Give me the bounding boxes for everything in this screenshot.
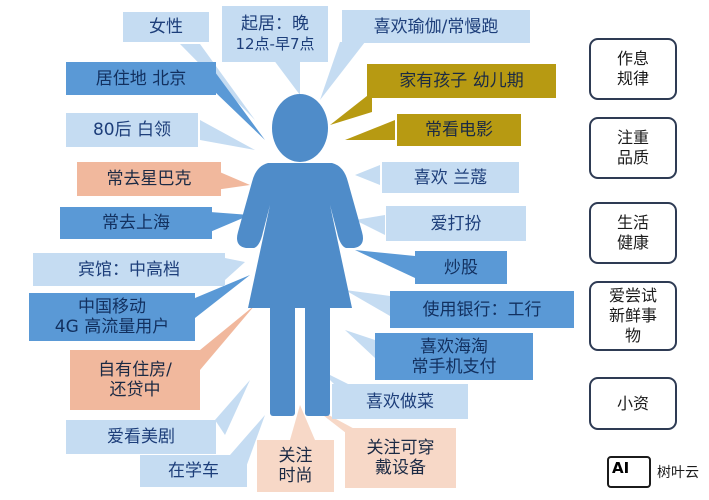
tag-wearable: 关注可穿戴设备 — [345, 428, 456, 488]
tag-house-line-1: 自有住房/ — [98, 360, 172, 380]
tag-starbucks-label: 常去星巴克 — [106, 169, 192, 189]
logo-text: 树叶云 — [657, 465, 699, 481]
trait-try-new-line-1: 爱尝试 — [608, 286, 657, 305]
pointer-shanghai — [210, 212, 250, 232]
tag-hotel: 宾馆：中高档 — [33, 253, 225, 286]
tag-drama-label: 爱看美剧 — [107, 427, 175, 447]
tag-lancome-label: 喜欢 兰蔻 — [413, 167, 488, 188]
trait-healthy-line-2: 健康 — [616, 233, 649, 252]
pointer-post80 — [200, 120, 255, 150]
pointer-bank — [345, 290, 390, 316]
tag-shanghai: 常去上海 — [60, 207, 212, 239]
trait-try-new-line-3: 物 — [624, 326, 641, 345]
pointer-beijing — [215, 72, 265, 140]
pointer-hotel — [225, 258, 245, 280]
trait-healthy-line-1: 生活 — [616, 213, 649, 232]
trait-try-new-line-2: 新鲜事 — [608, 306, 657, 325]
trait-regular-schedule-line-2: 规律 — [616, 69, 649, 88]
tag-post80: 80后 白领 — [66, 113, 198, 147]
pointer-house — [200, 305, 255, 370]
pointer-lancome — [355, 165, 380, 185]
tag-beijing-label: 居住地 北京 — [95, 68, 187, 89]
tag-lancome: 喜欢 兰蔻 — [382, 162, 519, 193]
logo-badge-text: AI — [612, 459, 630, 477]
tag-dressup: 爱打扮 — [386, 206, 526, 241]
tag-taobao-line-2: 常手机支付 — [411, 356, 497, 377]
tag-taobao: 喜欢海淘常手机支付 — [375, 333, 533, 380]
trait-regular-schedule: 作息规律 — [589, 38, 677, 100]
logo-ai-icon: AI — [607, 456, 651, 488]
pointer-starbucks — [215, 170, 250, 190]
tag-house: 自有住房/还贷中 — [70, 350, 200, 410]
trait-quality-line-1: 注重 — [616, 128, 649, 147]
tag-movies: 常看电影 — [397, 114, 521, 146]
tag-female-label: 女性 — [149, 17, 183, 37]
tag-kids: 家有孩子 幼儿期 — [367, 64, 556, 98]
pointer-fashion — [290, 405, 315, 440]
tag-fashion-line-1: 关注 — [278, 446, 313, 466]
tag-cooking-label: 喜欢做菜 — [366, 391, 434, 412]
tag-shanghai-label: 常去上海 — [102, 213, 170, 233]
tag-yoga: 喜欢瑜伽/常慢跑 — [342, 10, 530, 43]
tag-beijing: 居住地 北京 — [66, 62, 216, 95]
tag-bank: 使用银行：工行 — [390, 291, 574, 328]
tag-dressup-label: 爱打扮 — [430, 213, 482, 234]
female-figure-icon — [237, 94, 363, 416]
pointer-stocks — [355, 250, 415, 278]
tag-kids-label: 家有孩子 幼儿期 — [399, 71, 524, 91]
tag-mobile-line-2: 4G 高流量用户 — [54, 317, 170, 337]
tag-mobile-line-1: 中国移动 — [78, 297, 146, 317]
pointer-dressup — [355, 215, 385, 235]
trait-healthy: 生活健康 — [589, 202, 677, 264]
pointer-mobile — [195, 275, 250, 318]
tag-cooking: 喜欢做菜 — [332, 384, 468, 419]
tag-yoga-label: 喜欢瑜伽/常慢跑 — [373, 16, 499, 37]
tag-bank-label: 使用银行：工行 — [422, 299, 542, 320]
tag-movies-label: 常看电影 — [425, 120, 493, 140]
tag-female: 女性 — [123, 12, 209, 42]
trait-regular-schedule-line-1: 作息 — [616, 49, 649, 68]
pointer-sleep — [270, 55, 300, 95]
tag-drama: 爱看美剧 — [66, 420, 216, 454]
pointer-yoga — [320, 42, 365, 100]
tag-stocks: 炒股 — [415, 251, 507, 284]
tag-fashion: 关注时尚 — [257, 440, 334, 492]
tag-house-line-2: 还贷中 — [109, 380, 161, 400]
trait-try-new: 爱尝试新鲜事物 — [589, 281, 677, 351]
tag-wearable-line-2: 戴设备 — [375, 458, 426, 478]
pointer-drama — [215, 380, 250, 435]
tag-starbucks: 常去星巴克 — [77, 162, 221, 196]
trait-quality: 注重品质 — [589, 117, 677, 179]
trait-petty-bourgeois-label: 小资 — [616, 393, 649, 413]
pointer-kids — [330, 92, 372, 125]
trait-petty-bourgeois: 小资 — [589, 377, 677, 430]
tag-fashion-line-2: 时尚 — [278, 466, 313, 486]
watermark-logo: AI 树叶云 — [607, 456, 699, 488]
tag-study-label: 在学车 — [168, 461, 219, 481]
tag-wearable-line-1: 关注可穿 — [366, 438, 435, 458]
pointer-taobao — [345, 330, 375, 358]
tag-hotel-label: 宾馆：中高档 — [78, 259, 180, 280]
trait-quality-line-2: 品质 — [616, 148, 649, 167]
tag-sleep-line-1: 起居：晚 — [240, 14, 309, 34]
tag-post80-label: 80后 白领 — [92, 120, 172, 140]
tag-stocks-label: 炒股 — [444, 257, 478, 278]
tag-study: 在学车 — [140, 455, 247, 487]
pointer-movies — [345, 120, 395, 140]
tag-sleep-line-2: 12点-早7点 — [235, 35, 315, 53]
tag-taobao-line-1: 喜欢海淘 — [420, 336, 488, 357]
